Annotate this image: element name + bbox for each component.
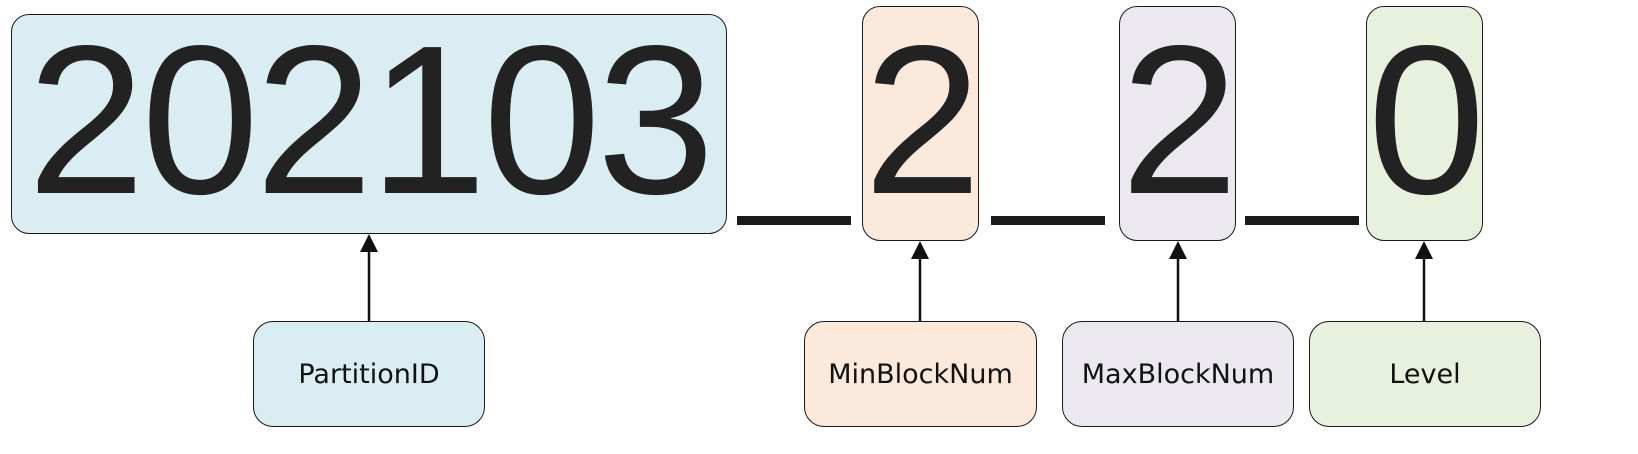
min-block-num-label-box: MinBlockNum	[804, 321, 1037, 427]
level-label-box: Level	[1309, 321, 1541, 427]
max-block-num-label: MaxBlockNum	[1081, 358, 1275, 390]
level-value: 0	[1367, 0, 1486, 238]
separator-2	[991, 216, 1105, 225]
arrow-partition-id	[360, 234, 378, 321]
arrow-min-block-num	[911, 241, 929, 321]
min-block-num-value-box: 2	[862, 0, 982, 241]
separator-1	[737, 216, 851, 225]
separator-3	[1245, 216, 1359, 225]
min-block-num-label: MinBlockNum	[828, 358, 1013, 390]
partition-id-label: PartitionID	[298, 358, 440, 390]
max-block-num-value: 2	[1120, 0, 1239, 238]
partition-id-value-box: 202103	[11, 14, 727, 234]
arrow-max-block-num	[1169, 241, 1187, 321]
level-label: Level	[1389, 358, 1461, 390]
max-block-num-label-box: MaxBlockNum	[1062, 321, 1294, 427]
level-value-box: 0	[1366, 0, 1486, 241]
partition-id-label-box: PartitionID	[253, 321, 485, 427]
max-block-num-value-box: 2	[1119, 0, 1239, 241]
arrow-level	[1415, 241, 1433, 321]
partition-id-value: 202103	[27, 1, 714, 238]
min-block-num-value: 2	[863, 0, 982, 238]
